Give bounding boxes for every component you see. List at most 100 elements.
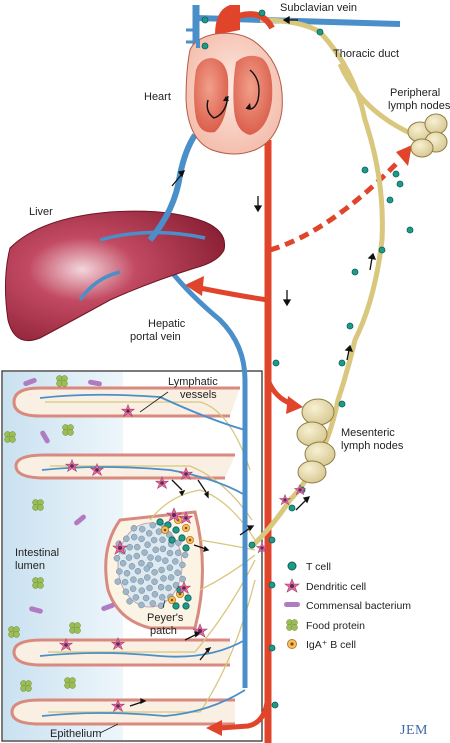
lymphocyte <box>130 524 138 532</box>
lymphocyte <box>158 566 165 574</box>
lymphocyte <box>157 602 165 610</box>
t-cell <box>406 226 414 234</box>
lymphocyte <box>132 594 140 601</box>
lymphocyte <box>138 559 145 567</box>
iga-b-cell <box>181 524 190 533</box>
t-cell <box>182 602 190 610</box>
artery-to-peripheral-arrowhead <box>396 145 412 166</box>
lymphocyte <box>119 559 127 567</box>
food-protein <box>32 499 44 511</box>
t-cell <box>268 581 276 589</box>
t-cell <box>288 504 296 512</box>
food-protein <box>64 677 76 689</box>
lymphocyte <box>126 598 133 605</box>
lymphocyte <box>162 557 169 564</box>
t-cell <box>351 268 359 276</box>
food-protein <box>4 431 16 443</box>
lymphocyte <box>157 583 165 591</box>
lymphocyte <box>123 535 130 543</box>
lymphocyte <box>121 578 129 586</box>
t-cell <box>156 518 164 526</box>
legend-label-dendritic-cell: Dendritic cell <box>306 581 366 593</box>
lymphocyte <box>151 578 158 585</box>
lymphocyte <box>149 521 157 529</box>
iga-b-cell <box>185 536 194 545</box>
t-cell <box>258 9 266 17</box>
villus-dendritic-cells <box>58 403 208 713</box>
lymphocyte <box>166 549 174 557</box>
legend-iga-b-cell: IgA⁺ B cell <box>287 639 356 651</box>
iga-b-cell <box>160 526 169 535</box>
lymphocyte <box>151 569 158 576</box>
t-cell <box>346 322 354 330</box>
dendritic-cell <box>64 458 80 473</box>
lymphocyte <box>159 545 167 553</box>
label-heart: Heart <box>144 91 171 103</box>
lymphocyte <box>144 541 151 548</box>
label-hepatic-2: portal vein <box>130 331 181 343</box>
t-cell <box>201 16 209 24</box>
gut-flow-arrows <box>129 479 212 707</box>
lymphocyte <box>137 578 145 585</box>
t-cell <box>178 534 186 542</box>
label-mesenteric-1: Mesenteric <box>341 427 395 439</box>
lymphocyte <box>126 543 133 551</box>
lymphocyte <box>154 555 162 562</box>
mesenteric-lymph-nodes <box>296 398 336 484</box>
artery-to-liver <box>199 285 269 303</box>
legend-label-t-cell: T cell <box>306 561 331 573</box>
t-cell <box>386 196 394 204</box>
lymphocyte <box>160 575 167 582</box>
lymphocyte <box>116 568 123 575</box>
t-cell <box>184 594 192 602</box>
dendritic-cell <box>89 462 105 477</box>
bacterium-icon <box>284 602 300 607</box>
lymphocyte <box>138 525 146 533</box>
lymphocyte <box>129 585 137 592</box>
label-mesenteric-2: lymph nodes <box>341 440 404 452</box>
t-cell <box>316 28 324 36</box>
lymphocyte <box>165 584 172 592</box>
label-epithelium: Epithelium <box>50 728 101 740</box>
t-cell <box>201 42 209 50</box>
lymphocyte <box>179 575 186 583</box>
epithelium-label-leader <box>99 723 119 734</box>
circulating-t-cells <box>201 9 414 709</box>
lymphocyte <box>133 552 141 560</box>
legend: T cell Dendritic cell Commensal bacteriu… <box>284 561 411 651</box>
label-lymphatic-2: vessels <box>180 389 217 401</box>
label-liver: Liver <box>29 206 53 218</box>
vein-branch-top <box>186 28 196 44</box>
lymphocyte <box>130 576 137 583</box>
label-peyers-1: Peyer's <box>147 612 184 624</box>
food-protein <box>8 626 20 638</box>
dendritic-cell-icon <box>284 578 300 593</box>
dendritic-cell <box>178 466 194 481</box>
lymphocyte <box>151 591 159 598</box>
legend-dendritic-cell: Dendritic cell <box>284 578 366 593</box>
t-cell <box>172 602 180 610</box>
lymphocyte <box>143 565 151 572</box>
t-cell <box>182 544 190 552</box>
lymphatic-label-leader <box>139 391 169 413</box>
t-cell <box>268 644 276 652</box>
lymphocyte <box>181 551 189 559</box>
lymphocyte <box>172 581 180 589</box>
food-protein <box>56 375 68 387</box>
lymphocyte <box>174 569 181 576</box>
label-peripheral-1: Peripheral <box>390 87 440 99</box>
dendritic-cell <box>176 580 192 595</box>
liver-vessels <box>78 230 206 302</box>
lymphocyte <box>141 549 148 556</box>
lymphocyte <box>144 574 151 581</box>
lymphocyte <box>150 536 158 544</box>
dendritic-cell <box>278 493 292 506</box>
food-protein <box>20 680 32 692</box>
t-cell <box>272 359 280 367</box>
label-intestinal-2: lumen <box>15 560 45 572</box>
dendritic-cell <box>112 540 128 555</box>
gut-artery-arrowhead <box>206 720 222 736</box>
dendritic-cell <box>166 507 182 522</box>
food-protein-icon <box>286 619 298 631</box>
